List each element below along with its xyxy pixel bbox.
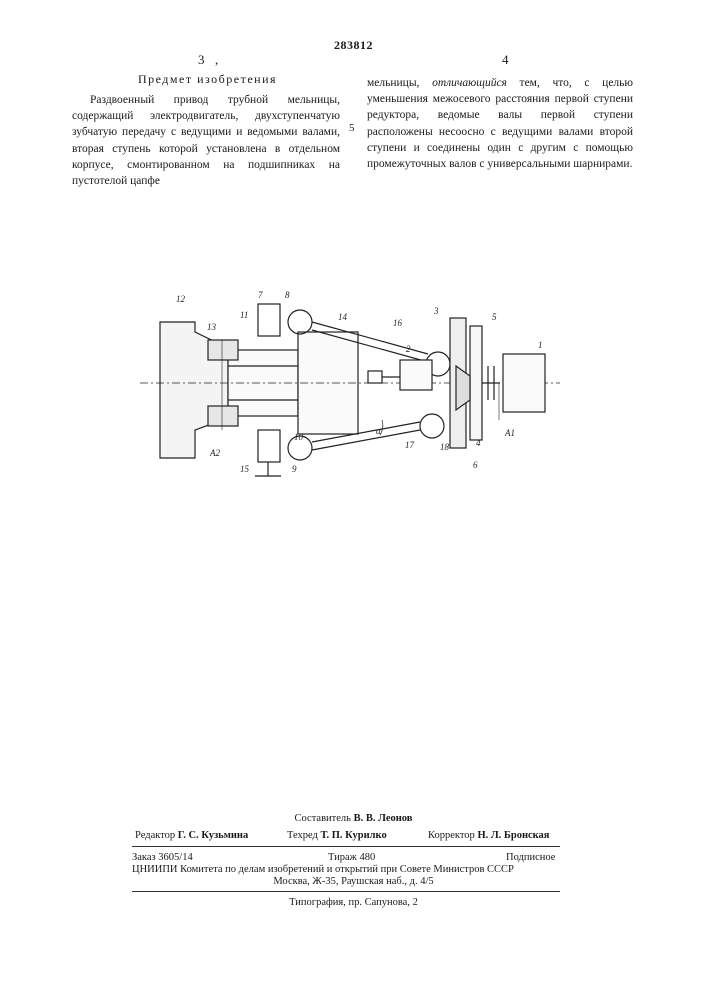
label-18: 18	[440, 442, 450, 452]
organization: ЦНИИПИ Комитета по делам изобретений и о…	[132, 864, 562, 875]
techred-name: Т. П. Курилко	[321, 830, 387, 841]
printing-house: Типография, пр. Сапунова, 2	[0, 897, 707, 908]
right-column-text: мельницы, отличающийся тем, что, с целью…	[367, 75, 633, 172]
print-run: Тираж 480	[328, 852, 375, 863]
coupling	[368, 371, 382, 383]
section-heading: Предмет изобретения	[100, 72, 315, 87]
upper-support	[258, 304, 280, 336]
printing-divider	[132, 891, 560, 892]
label-11: 11	[240, 310, 248, 320]
credits-divider	[132, 846, 560, 847]
corrector-name: Н. Л. Бронская	[477, 830, 549, 841]
claim-text-end: тем, что, с целью уменьшения межосевого …	[367, 77, 633, 170]
label-10: 10	[294, 432, 304, 442]
u-joint-lower-right	[420, 414, 444, 438]
order-number: Заказ 3605/14	[132, 852, 193, 863]
patent-number: 283812	[0, 38, 707, 53]
reducer-box	[400, 360, 432, 390]
techred-label: Техред	[287, 830, 318, 841]
label-13: 13	[207, 322, 217, 332]
mill-drive-diagram: 12 13 11 7 8 14 16 2 3 5 1 4 6 18 17 10 …	[0, 270, 707, 500]
techred-credit: Техред Т. П. Курилко	[287, 830, 387, 841]
left-column-number: 3	[198, 52, 205, 68]
organization-address: Москва, Ж-35, Раушская наб., д. 4/5	[0, 876, 707, 887]
editor-label: Редактор	[135, 830, 175, 841]
claim-text-start: мельницы,	[367, 77, 419, 89]
right-column-number: 4	[502, 52, 509, 68]
label-9: 9	[292, 464, 297, 474]
gear-5	[470, 326, 482, 440]
label-7: 7	[258, 290, 263, 300]
bevel-gear-4	[456, 366, 470, 410]
line-number-marker: 5	[349, 122, 355, 134]
label-6: 6	[473, 460, 478, 470]
label-16: 16	[393, 318, 403, 328]
lower-support	[258, 430, 280, 462]
label-3: 3	[433, 306, 439, 316]
label-4: 4	[476, 438, 481, 448]
compiler-name: В. В. Леонов	[354, 813, 413, 824]
u-joint-upper-left	[288, 310, 312, 334]
corrector-credit: Корректор Н. Л. Бронская	[428, 830, 550, 841]
label-alpha: α	[376, 426, 381, 436]
label-17: 17	[405, 440, 415, 450]
compiler-label: Составитель	[295, 813, 351, 824]
label-5: 5	[492, 312, 497, 322]
label-2: 2	[406, 344, 411, 354]
bearing-housing	[208, 340, 238, 360]
label-a1: A1	[504, 428, 515, 438]
motor	[503, 354, 545, 412]
comma-mark: ,	[215, 52, 218, 68]
label-a2: A2	[209, 448, 220, 458]
label-1: 1	[538, 340, 543, 350]
editor-name: Г. С. Кузьмина	[178, 830, 248, 841]
label-15: 15	[240, 464, 250, 474]
left-column-text: Раздвоенный привод трубной мельницы, сод…	[72, 92, 340, 189]
label-12: 12	[176, 294, 186, 304]
corrector-label: Корректор	[428, 830, 475, 841]
claim-keyword: отличающийся	[432, 77, 507, 89]
editor-credit: Редактор Г. С. Кузьмина	[135, 830, 248, 841]
subscription-note: Подписное	[506, 852, 555, 863]
label-8: 8	[285, 290, 290, 300]
label-14: 14	[338, 312, 348, 322]
compiler-line: Составитель В. В. Леонов	[0, 813, 707, 824]
